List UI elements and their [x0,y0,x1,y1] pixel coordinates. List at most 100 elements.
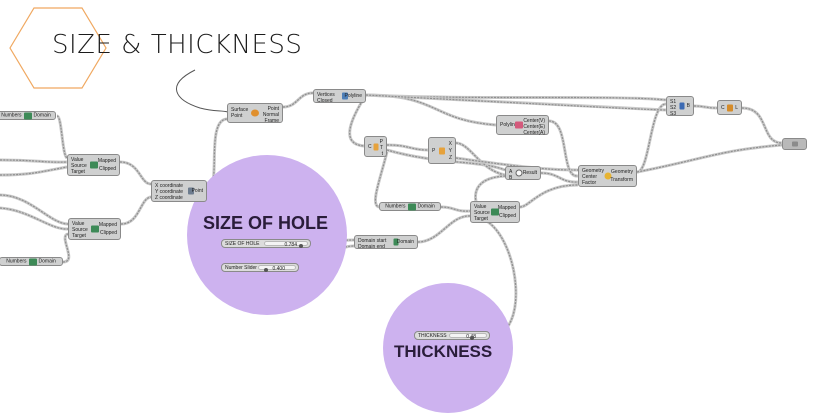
geometry-output: Geometry [611,169,633,176]
evaluate-surface-component[interactable]: Surface Point Point Normal Frame [227,103,283,124]
slider-value: 0.784 [284,242,297,248]
point-output: Point [267,106,279,112]
slider-value: 0.400 [272,266,285,272]
remap-numbers-component-2[interactable]: Value Source Target Mapped Clipped [68,218,121,240]
cap-component[interactable]: C L [717,100,742,115]
wire-outline [0,206,69,231]
expression-component[interactable]: A B Result [505,166,541,181]
y-output: Y [448,147,452,154]
wire[interactable] [282,92,314,108]
l-output: L [735,104,738,111]
slider-track[interactable]: 0.400 [258,265,296,272]
construct-domain-component[interactable]: Domain start Domain end Domain [354,235,418,250]
wire[interactable] [548,120,579,177]
geometry-input: Geometry [582,168,604,174]
curve-input: C [368,143,372,150]
x-coordinate-input: X coordinate [155,183,184,189]
wire[interactable] [0,159,68,163]
curve-points-component[interactable]: C P T t [364,136,387,157]
remap-numbers-component-3[interactable]: Value Source Target Mapped Clipped [470,201,520,223]
scale-icon [604,172,611,180]
construct-point-component[interactable]: X coordinate Y coordinate Z coordinate P… [151,180,207,202]
wire[interactable] [119,161,152,185]
frame-output: Frame [264,118,279,124]
wire-outline [636,102,667,174]
wire[interactable] [120,196,152,225]
point-icon [187,187,194,195]
clipped-output: Clipped [100,230,117,236]
numbers-domain-component-3[interactable]: Numbers Domain [379,202,441,211]
wire-outline [119,160,152,186]
scale-component[interactable]: Geometry Center Factor Geometry Transfor… [578,165,637,187]
tangents-output: T [379,145,383,151]
slider-knob[interactable] [470,336,474,340]
hexagon-shape [9,7,107,89]
deconstruct-point-component[interactable]: P X Y Z [428,137,456,164]
point-input: Point [231,113,243,120]
slider-label: SIZE OF HOLE [225,241,260,247]
wire[interactable] [455,157,579,171]
slider-track[interactable]: 0.48 [449,333,487,340]
mapped-output: Mapped [97,158,116,164]
wire[interactable] [693,105,718,109]
slider-knob[interactable] [264,268,268,272]
wire[interactable] [386,149,506,171]
point-input: P [432,147,436,154]
a-input: A [509,169,513,175]
result-output: Result [522,170,537,176]
thickness-slider[interactable]: THICKNESS 0.48 [414,331,490,340]
size-of-hole-callout: SIZE OF HOLE [203,213,329,233]
source-input: Source [72,227,88,233]
page-title: SIZE & THICKNESS [52,30,303,60]
wire[interactable] [0,194,69,225]
s3-input: S3 [670,111,677,117]
domain-end-input: Domain end [358,244,385,250]
remap-numbers-component-1[interactable]: Value Source Target Mapped Clipped [67,154,120,176]
value-input: Value [72,221,85,227]
wire-outline [0,165,68,177]
size-of-hole-slider[interactable]: SIZE OF HOLE 0.784 [221,239,311,248]
wire-outline [636,143,783,174]
wire-outline [55,114,69,160]
title-pointer-line [176,69,229,113]
wire[interactable] [374,151,388,208]
wire[interactable] [56,115,68,159]
polyline-component[interactable]: Vertices Closed Polyline [313,89,366,104]
wire[interactable] [741,107,783,144]
loft-component[interactable]: S1 S2 S3 B [666,96,694,117]
numbers-input-label: Numbers [1,112,22,119]
closed-input: Closed [317,98,333,104]
z-output: Z [448,154,452,161]
wire[interactable] [62,233,70,263]
remap-icon [491,208,499,216]
wire[interactable] [440,206,471,212]
wire[interactable] [455,142,506,176]
wire[interactable] [0,207,69,230]
preview-component[interactable] [782,138,807,150]
wire[interactable] [540,172,579,183]
domain-output-label: Domain [417,203,435,210]
slider-knob[interactable] [299,244,304,248]
domain-output-label: Domain [33,112,51,119]
size-of-hole-highlight [187,155,347,315]
construct-domain-icon [393,238,399,246]
domain-icon [23,112,32,119]
wire[interactable] [386,144,429,151]
number-slider[interactable]: Number Slider 0.400 [221,263,299,272]
wire[interactable] [636,144,783,173]
thickness-highlight [383,283,513,413]
slider-track[interactable]: 0.784 [264,241,308,248]
curve-points-icon [373,143,378,150]
source-input: Source [474,210,490,216]
vertices-input: Vertices [317,92,335,98]
wire[interactable] [365,94,667,111]
wire[interactable] [0,166,68,176]
numbers-domain-component-1[interactable]: Numbers Domain [0,111,56,120]
domain-icon [407,203,416,210]
wire[interactable] [417,215,471,243]
polygon-center-component[interactable]: Polyline Center(V) Center(E) Center(A) [496,115,549,136]
center-v-output: Center(V) [523,118,545,124]
numbers-domain-component-2[interactable]: Numbers Domain [0,257,63,266]
points-output: P [379,139,383,145]
s2-input: S2 [670,105,677,111]
